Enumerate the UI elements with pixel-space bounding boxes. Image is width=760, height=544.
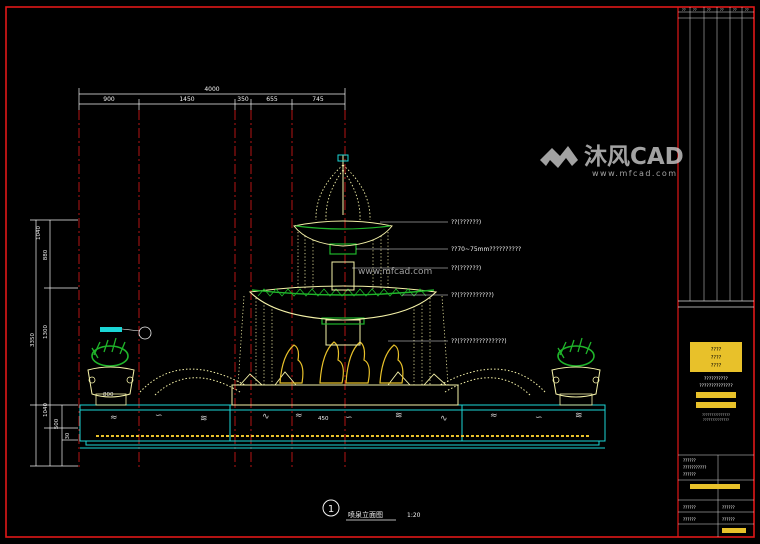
footer-row-2: ?????? [683, 517, 696, 522]
svg-text:∽: ∽ [345, 413, 353, 423]
svg-text:∽: ∽ [535, 413, 543, 423]
left-dimension-6: 500 [54, 418, 60, 429]
title-block-header-3: ?? [707, 8, 711, 12]
design-box-line-3: ???? [711, 363, 722, 369]
title-block-header-1: ?? [682, 8, 686, 12]
watermark-brand: 沐风CAD [584, 144, 684, 170]
footer-row-3: ?????? [722, 505, 735, 510]
sheet-number-box [722, 528, 746, 533]
title-block-header-5: ?? [733, 8, 737, 12]
svg-text:≋: ≋ [395, 411, 403, 421]
design-box [690, 342, 742, 372]
callout-1: ??(??????) [451, 219, 481, 226]
footer-row-4: ?????? [722, 517, 735, 522]
footer-row-1: ?????? [683, 505, 696, 510]
svg-text:∿: ∿ [440, 414, 448, 424]
mfcad-watermark: 沐风CAD www.mfcad.com [540, 144, 684, 178]
segment-dimension-5: 745 [312, 96, 324, 103]
left-dimension-4: 3350 [30, 333, 36, 347]
design-box-line-1: ???? [711, 347, 722, 353]
design-highlight-1 [696, 392, 736, 398]
title-block-header-2: ?? [693, 8, 697, 12]
left-dimension-1: 1040 [36, 226, 42, 240]
watermark-url-center: www.mfcad.com [358, 267, 432, 277]
svg-text:≈: ≈ [110, 413, 118, 423]
side-water-jets [139, 368, 546, 396]
bottom-dimension-450: 450 [318, 416, 329, 422]
left-dimension-5: 1040 [43, 403, 49, 417]
main-fountain [231, 154, 459, 406]
callout-leaders [352, 221, 448, 342]
left-dimension-2: 880 [43, 249, 49, 260]
svg-text:≋: ≋ [575, 411, 583, 421]
top-dimensions [78, 88, 346, 110]
watermark-url-right: www.mfcad.com [592, 169, 678, 178]
small-line-2: ?????????????? [703, 418, 729, 422]
project-row-2: ??????????? [683, 465, 706, 470]
small-line-1: ??????????????? [702, 413, 730, 417]
callout-2: ??70~75mm?????????? [451, 246, 521, 253]
overall-dimension: 4000 [204, 86, 219, 93]
svg-text:≈: ≈ [490, 411, 498, 421]
project-highlight [690, 484, 740, 489]
section-label: 1 喷泉立面图 1:20 [322, 499, 421, 521]
mfcad-logo-icon [540, 146, 578, 168]
section-title: 喷泉立面图 [348, 510, 383, 519]
design-box-line-2: ???? [711, 355, 722, 361]
svg-text:≈: ≈ [295, 411, 303, 421]
left-dimension-7: 30 [65, 433, 71, 439]
design-highlight-2 [696, 402, 736, 408]
callout-3: ??(??????) [451, 265, 481, 272]
bottom-dimension-800: 800 [103, 392, 114, 398]
project-row-3: ?????? [683, 472, 696, 477]
carved-panels: ≈ ∽ ≋ ∿ ≈ ∽ ≋ ∿ ≈ ∽ ≋ [110, 411, 583, 424]
project-row-1: ?????? [683, 458, 696, 463]
design-line-2: ?????????????? [699, 383, 733, 389]
svg-text:≋: ≋ [200, 414, 208, 424]
title-block: ?? ?? ?? ?? ?? ?? ???? ???? ???? ???????… [677, 7, 754, 537]
title-block-header-6: ?? [745, 8, 749, 12]
right-planter [551, 337, 601, 406]
section-scale: 1:20 [407, 512, 421, 519]
segment-dimension-1: 900 [103, 96, 115, 103]
title-block-header-4: ?? [720, 8, 724, 12]
left-planter [87, 326, 152, 406]
segment-dimension-3: 350 [237, 96, 249, 103]
callout-4: ??(??????????) [451, 292, 494, 299]
section-number: 1 [328, 504, 334, 515]
drawing-border [5, 6, 755, 538]
grid-lines [78, 110, 346, 468]
callout-5: ??(??????????????) [451, 338, 507, 345]
segment-dimension-2: 1450 [179, 96, 194, 103]
segment-dimension-4: 655 [266, 96, 278, 103]
svg-text:∿: ∿ [262, 412, 270, 422]
design-line-1: ?????????? [704, 376, 728, 382]
svg-text:∽: ∽ [155, 411, 163, 421]
left-dimension-3: 1300 [43, 325, 49, 339]
left-dimensions [30, 219, 78, 467]
